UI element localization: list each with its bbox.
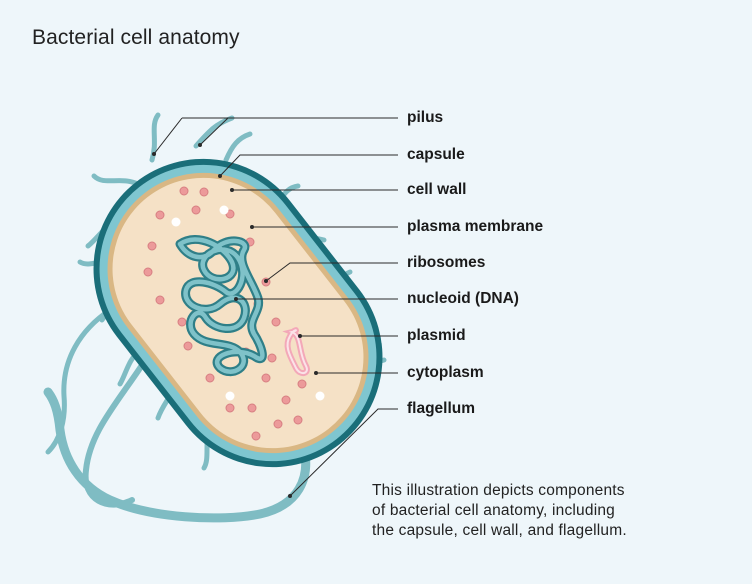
leader-ribosomes <box>265 262 398 282</box>
ribosome <box>247 403 257 413</box>
plasmid-loop <box>282 327 310 376</box>
ribosome <box>179 186 189 196</box>
caption-line-3: the capsule, cell wall, and flagellum. <box>372 522 627 539</box>
ribosome <box>183 341 193 351</box>
granule <box>219 205 229 215</box>
label-plasmid: plasmid <box>407 327 466 344</box>
leader-flagellum <box>289 408 398 497</box>
flagella <box>43 307 311 523</box>
ribosome <box>271 317 281 327</box>
label-cytoplasm: cytoplasm <box>407 364 484 381</box>
ribosome <box>155 210 165 220</box>
diagram-title: Bacterial cell anatomy <box>32 26 240 49</box>
leader-dots <box>152 143 318 498</box>
ribosome <box>297 379 307 389</box>
ribosome <box>293 415 303 425</box>
caption: This illustration depicts components of … <box>372 481 702 541</box>
label-ribosomes: ribosomes <box>407 254 486 271</box>
flagellum-main <box>43 387 311 523</box>
ribosome <box>281 395 291 405</box>
ribosome <box>199 187 209 197</box>
ribosome <box>177 317 187 327</box>
granule <box>171 217 181 227</box>
ribosome <box>143 267 153 277</box>
caption-line-2: of bacterial cell anatomy, including <box>372 502 615 519</box>
label-plasma-membrane: plasma membrane <box>407 218 544 235</box>
granules <box>171 205 325 401</box>
label-nucleoid: nucleoid (DNA) <box>407 290 519 307</box>
pilus-2 <box>193 115 235 149</box>
label-flagellum: flagellum <box>407 400 476 417</box>
caption-line-1: This illustration depicts components <box>372 482 625 499</box>
ribosome <box>155 295 165 305</box>
leader-capsule <box>219 154 398 177</box>
pilus-4 <box>91 173 141 187</box>
ribosome <box>225 403 235 413</box>
leader-lines <box>153 117 398 497</box>
ribosome <box>261 373 271 383</box>
granule <box>225 391 235 401</box>
cell-body <box>93 158 383 468</box>
ribosome <box>205 373 215 383</box>
ribosome <box>147 241 157 251</box>
nucleoid-dna <box>175 235 267 377</box>
leader-pilus-c <box>199 117 229 146</box>
ribosome <box>251 431 261 441</box>
ribosome <box>267 353 277 363</box>
ribosome <box>191 205 201 215</box>
label-pilus: pilus <box>407 109 444 126</box>
granule <box>315 391 325 401</box>
leader-pilus-a <box>153 117 183 155</box>
pilus-3 <box>223 131 253 163</box>
label-capsule: capsule <box>407 146 465 163</box>
ribosome <box>273 419 283 429</box>
label-cell-wall: cell wall <box>407 181 467 198</box>
flagellum-left <box>82 353 151 508</box>
